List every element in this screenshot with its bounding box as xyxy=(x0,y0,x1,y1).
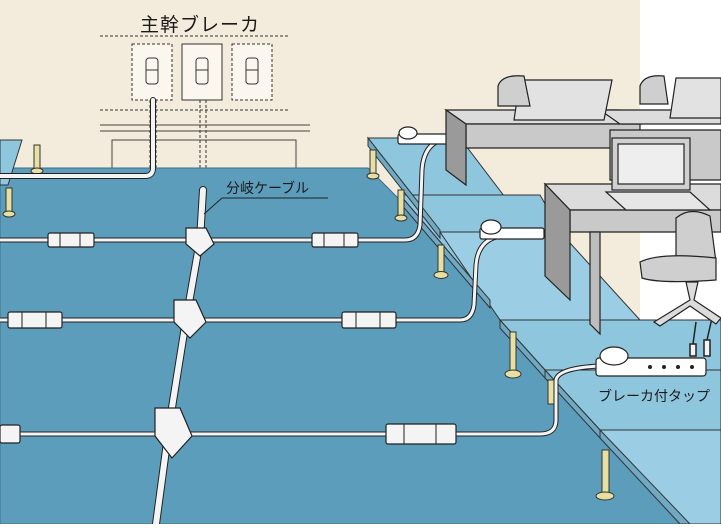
floor-pedestals xyxy=(2,144,615,501)
breaker-2 xyxy=(181,43,223,101)
office-chairs xyxy=(497,75,721,327)
breaker-taps xyxy=(397,126,707,377)
wall-trim xyxy=(100,124,310,172)
cable-junctions xyxy=(154,227,215,459)
laptops xyxy=(513,77,721,211)
tap-plugs xyxy=(648,365,694,369)
main-breaker-label: 主幹ブレーカ xyxy=(140,14,261,36)
connector-details xyxy=(21,233,437,444)
tap-plug-cords xyxy=(689,317,713,357)
breaker-tap-label: ブレーカ付タップ xyxy=(598,389,710,405)
branch-cable-label: 分岐ケーブル xyxy=(226,181,310,197)
breaker-1 xyxy=(131,43,173,101)
main-breaker-panel xyxy=(100,35,288,190)
breaker-3 xyxy=(231,43,273,101)
